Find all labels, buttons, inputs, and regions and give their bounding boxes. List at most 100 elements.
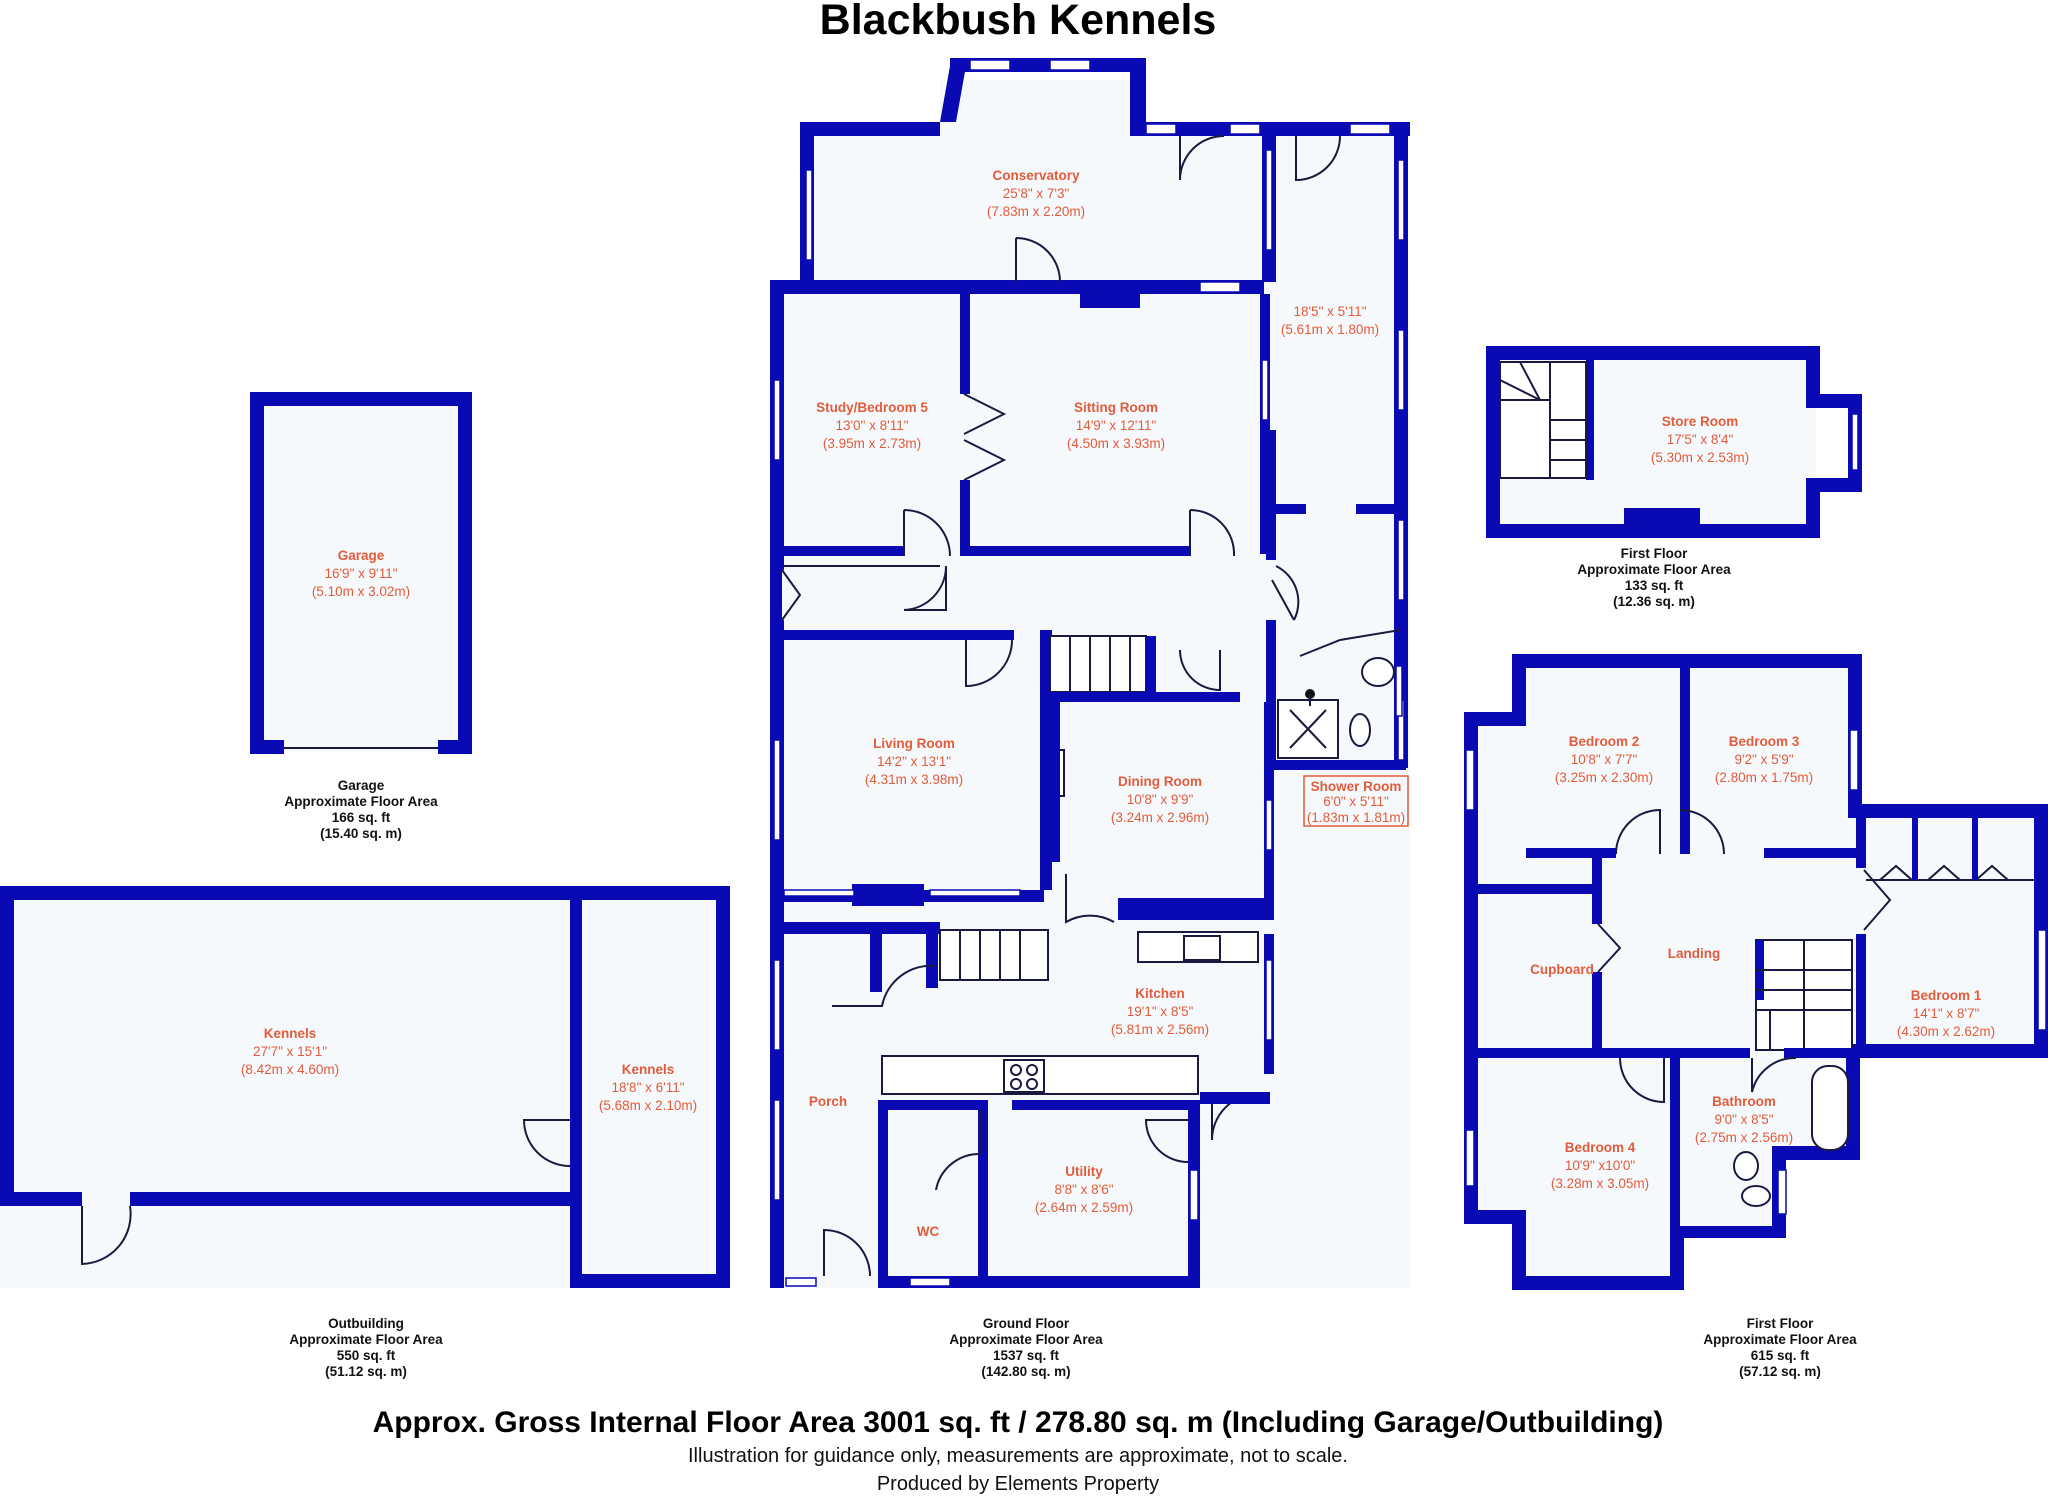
svg-text:Utility: Utility [1065,1164,1103,1179]
first-floor-plan [1464,654,2048,1290]
label-bedroom-1: Bedroom 1 14'1" x 8'7" (4.30m x 2.62m) [1897,988,1995,1039]
svg-text:(51.12 sq. m): (51.12 sq. m) [325,1364,407,1379]
area-first-floor: First Floor Approximate Floor Area 615 s… [1703,1316,1857,1379]
svg-text:(5.68m x 2.10m): (5.68m x 2.10m) [599,1098,697,1113]
svg-text:(142.80 sq. m): (142.80 sq. m) [981,1364,1070,1379]
svg-text:Bathroom: Bathroom [1712,1094,1776,1109]
svg-text:10'8" x 7'7": 10'8" x 7'7" [1571,752,1638,767]
svg-text:(1.83m x 1.81m): (1.83m x 1.81m) [1307,810,1405,825]
gross-area-caption: Approx. Gross Internal Floor Area 3001 s… [373,1406,1664,1439]
svg-text:(3.95m x 2.73m): (3.95m x 2.73m) [823,436,921,451]
svg-text:Ground Floor: Ground Floor [983,1316,1070,1331]
area-garage: Garage Approximate Floor Area 166 sq. ft… [284,778,438,841]
label-kennels-small: Kennels 18'8" x 6'11" (5.68m x 2.10m) [599,1062,697,1113]
ground-floor-plan [770,58,1410,1288]
svg-text:(57.12 sq. m): (57.12 sq. m) [1739,1364,1821,1379]
svg-text:(4.30m x 2.62m): (4.30m x 2.62m) [1897,1024,1995,1039]
svg-text:(7.83m x 2.20m): (7.83m x 2.20m) [987,204,1085,219]
label-conservatory: Conservatory 25'8" x 7'3" (7.83m x 2.20m… [987,168,1085,219]
label-porch: Porch [809,1094,847,1109]
svg-text:550 sq. ft: 550 sq. ft [337,1348,396,1363]
label-kennels-big: Kennels 27'7" x 15'1" (8.42m x 4.60m) [241,1026,339,1077]
svg-text:6'0" x 5'11": 6'0" x 5'11" [1323,794,1389,809]
svg-text:Approximate Floor Area: Approximate Floor Area [1577,562,1731,577]
svg-text:First Floor: First Floor [1621,546,1688,561]
svg-text:14'2" x 13'1": 14'2" x 13'1" [877,754,951,769]
svg-text:(4.50m x 3.93m): (4.50m x 3.93m) [1067,436,1165,451]
svg-text:10'9" x10'0": 10'9" x10'0" [1565,1158,1635,1173]
svg-text:(5.10m x 3.02m): (5.10m x 3.02m) [312,584,410,599]
svg-text:(2.80m x 1.75m): (2.80m x 1.75m) [1715,770,1813,785]
svg-text:Kitchen: Kitchen [1135,986,1185,1001]
svg-text:14'1" x 8'7": 14'1" x 8'7" [1913,1006,1980,1021]
label-garage: Garage 16'9" x 9'11" (5.10m x 3.02m) [312,548,410,599]
svg-text:(3.28m x 3.05m): (3.28m x 3.05m) [1551,1176,1649,1191]
svg-text:Kennels: Kennels [264,1026,317,1041]
label-side-room: 18'5" x 5'11" (5.61m x 1.80m) [1281,304,1379,337]
svg-text:(12.36 sq. m): (12.36 sq. m) [1613,594,1695,609]
svg-text:1537 sq. ft: 1537 sq. ft [993,1348,1060,1363]
svg-text:Approximate Floor Area: Approximate Floor Area [949,1332,1103,1347]
svg-text:8'8" x 8'6": 8'8" x 8'6" [1054,1182,1113,1197]
svg-text:Bedroom 4: Bedroom 4 [1565,1140,1636,1155]
svg-text:10'8" x 9'9": 10'8" x 9'9" [1127,792,1194,807]
svg-text:(2.75m x 2.56m): (2.75m x 2.56m) [1695,1130,1793,1145]
label-dining: Dining Room 10'8" x 9'9" (3.24m x 2.96m) [1111,774,1209,825]
svg-text:18'5" x 5'11": 18'5" x 5'11" [1293,304,1366,319]
svg-text:16'9" x 9'11": 16'9" x 9'11" [324,566,397,581]
label-study: Study/Bedroom 5 13'0" x 8'11" (3.95m x 2… [816,400,928,451]
svg-text:17'5" x 8'4": 17'5" x 8'4" [1667,432,1734,447]
svg-text:18'8" x 6'11": 18'8" x 6'11" [611,1080,684,1095]
area-outbuilding: Outbuilding Approximate Floor Area 550 s… [289,1316,443,1379]
svg-text:Bedroom 2: Bedroom 2 [1569,734,1640,749]
producer-credit: Produced by Elements Property [877,1473,1159,1495]
area-ground-floor: Ground Floor Approximate Floor Area 1537… [949,1316,1103,1379]
svg-text:13'0" x 8'11": 13'0" x 8'11" [835,418,908,433]
svg-text:14'9" x 12'11": 14'9" x 12'11" [1076,418,1157,433]
label-bathroom: Bathroom 9'0" x 8'5" (2.75m x 2.56m) [1695,1094,1793,1145]
plan-title: Blackbush Kennels [820,0,1217,44]
label-utility: Utility 8'8" x 8'6" (2.64m x 2.59m) [1035,1164,1133,1215]
svg-text:(15.40 sq. m): (15.40 sq. m) [320,826,402,841]
label-sitting: Sitting Room 14'9" x 12'11" (4.50m x 3.9… [1067,400,1165,451]
svg-text:25'8" x 7'3": 25'8" x 7'3" [1003,186,1070,201]
svg-text:133 sq. ft: 133 sq. ft [1625,578,1684,593]
svg-text:(5.30m x 2.53m): (5.30m x 2.53m) [1651,450,1749,465]
svg-text:(5.61m x 1.80m): (5.61m x 1.80m) [1281,322,1379,337]
svg-text:Store Room: Store Room [1662,414,1739,429]
svg-text:Approximate Floor Area: Approximate Floor Area [284,794,438,809]
svg-text:Outbuilding: Outbuilding [328,1316,404,1331]
label-bedroom-3: Bedroom 3 9'2" x 5'9" (2.80m x 1.75m) [1715,734,1813,785]
svg-text:Dining Room: Dining Room [1118,774,1202,789]
svg-text:(3.25m x 2.30m): (3.25m x 2.30m) [1555,770,1653,785]
svg-text:Living Room: Living Room [873,736,955,751]
svg-text:(2.64m x 2.59m): (2.64m x 2.59m) [1035,1200,1133,1215]
label-living: Living Room 14'2" x 13'1" (4.31m x 3.98m… [865,736,963,787]
svg-text:(5.81m x 2.56m): (5.81m x 2.56m) [1111,1022,1209,1037]
svg-text:Garage: Garage [338,778,385,793]
svg-text:(8.42m x 4.60m): (8.42m x 4.60m) [241,1062,339,1077]
area-first-floor-store: First Floor Approximate Floor Area 133 s… [1577,546,1731,609]
store-room-plan [1486,346,1862,538]
label-wc: WC [917,1224,940,1239]
garage-plan [250,392,472,754]
svg-text:27'7" x 15'1": 27'7" x 15'1" [253,1044,327,1059]
svg-text:Bedroom 3: Bedroom 3 [1729,734,1800,749]
svg-text:First Floor: First Floor [1747,1316,1814,1331]
svg-text:9'2" x 5'9": 9'2" x 5'9" [1734,752,1793,767]
label-store: Store Room 17'5" x 8'4" (5.30m x 2.53m) [1651,414,1749,465]
label-cupboard: Cupboard [1530,962,1594,977]
svg-text:Approximate Floor Area: Approximate Floor Area [1703,1332,1857,1347]
label-bedroom-4: Bedroom 4 10'9" x10'0" (3.28m x 3.05m) [1551,1140,1649,1191]
svg-text:(3.24m x 2.96m): (3.24m x 2.96m) [1111,810,1209,825]
svg-text:Study/Bedroom 5: Study/Bedroom 5 [816,400,928,415]
label-shower: Shower Room 6'0" x 5'11" (1.83m x 1.81m) [1303,775,1409,827]
svg-text:615 sq. ft: 615 sq. ft [1751,1348,1810,1363]
svg-text:Kennels: Kennels [622,1062,675,1077]
svg-text:Garage: Garage [338,548,385,563]
room-labels: Conservatory 25'8" x 7'3" (7.83m x 2.20m… [241,168,1995,1239]
svg-text:Bedroom 1: Bedroom 1 [1911,988,1982,1003]
label-kitchen: Kitchen 19'1" x 8'5" (5.81m x 2.56m) [1111,986,1209,1037]
svg-text:(4.31m x 3.98m): (4.31m x 3.98m) [865,772,963,787]
